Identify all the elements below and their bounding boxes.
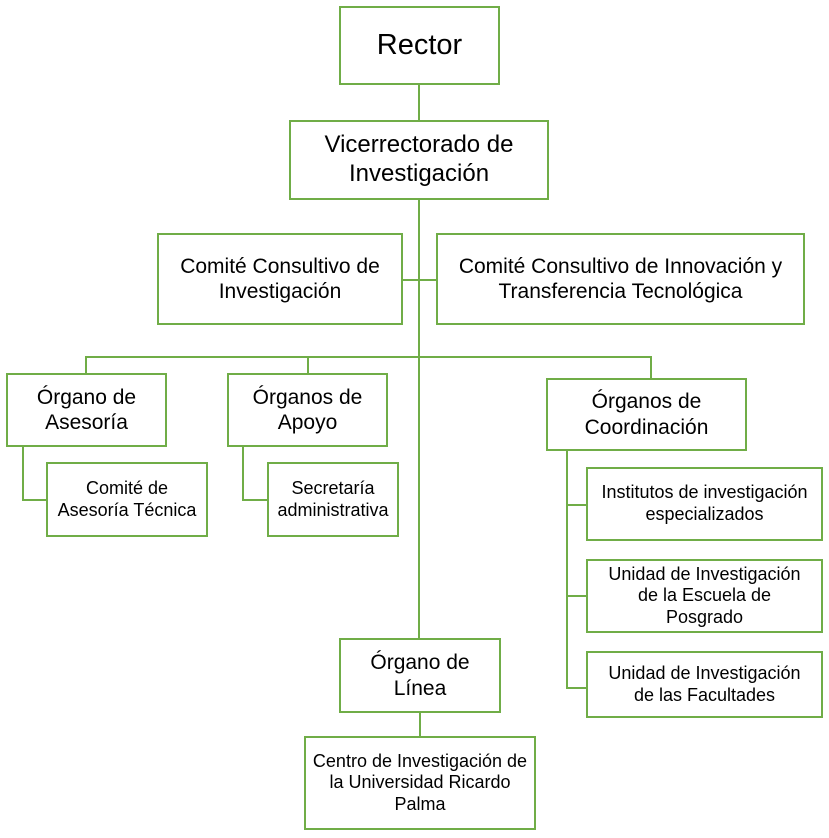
unidad-posgrado-box: Unidad de Investigación de la Escuela de… bbox=[586, 559, 823, 633]
organo-linea-box: Órgano de Línea bbox=[339, 638, 501, 713]
organos-apoyo-label: Órganos de Apoyo bbox=[252, 385, 363, 434]
organo-asesoria-box: Órgano de Asesoría bbox=[6, 373, 167, 447]
unidad-facultades-label: Unidad de Investigación de las Facultade… bbox=[608, 662, 801, 705]
rector-label: Rector bbox=[376, 29, 463, 62]
vicerrectorado-box: Vicerrectorado de Investigación bbox=[289, 120, 549, 200]
unidad-facultades-box: Unidad de Investigación de las Facultade… bbox=[586, 651, 823, 718]
organo-asesoria-label: Órgano de Asesoría bbox=[36, 385, 137, 434]
institutos-box: Institutos de investigación especializad… bbox=[586, 467, 823, 541]
organo-linea-label: Órgano de Línea bbox=[370, 651, 470, 700]
organos-coordinacion-label: Órganos de Coordinación bbox=[584, 390, 709, 439]
vicerrectorado-label: Vicerrectorado de Investigación bbox=[324, 131, 514, 187]
comite-consultivo-innovacion-box: Comité Consultivo de Innovación y Transf… bbox=[436, 233, 805, 325]
rector-box: Rector bbox=[339, 6, 500, 85]
comite-consultivo-innovacion-label: Comité Consultivo de Innovación y Transf… bbox=[458, 254, 783, 303]
organos-apoyo-box: Órganos de Apoyo bbox=[227, 373, 388, 447]
comite-asesoria-tecnica-box: Comité de Asesoría Técnica bbox=[46, 462, 208, 537]
centro-investigacion-box: Centro de Investigación de la Universida… bbox=[304, 736, 536, 830]
secretaria-administrativa-label: Secretaría administrativa bbox=[277, 477, 389, 520]
unidad-posgrado-label: Unidad de Investigación de la Escuela de… bbox=[608, 563, 801, 627]
organos-coordinacion-box: Órganos de Coordinación bbox=[546, 378, 747, 451]
comite-asesoria-tecnica-label: Comité de Asesoría Técnica bbox=[57, 477, 197, 520]
comite-consultivo-investigacion-box: Comité Consultivo de Investigación bbox=[157, 233, 403, 325]
secretaria-administrativa-box: Secretaría administrativa bbox=[267, 462, 399, 537]
institutos-label: Institutos de investigación especializad… bbox=[601, 482, 808, 524]
centro-investigacion-label: Centro de Investigación de la Universida… bbox=[312, 750, 528, 814]
comite-consultivo-investigacion-label: Comité Consultivo de Investigación bbox=[180, 254, 380, 303]
